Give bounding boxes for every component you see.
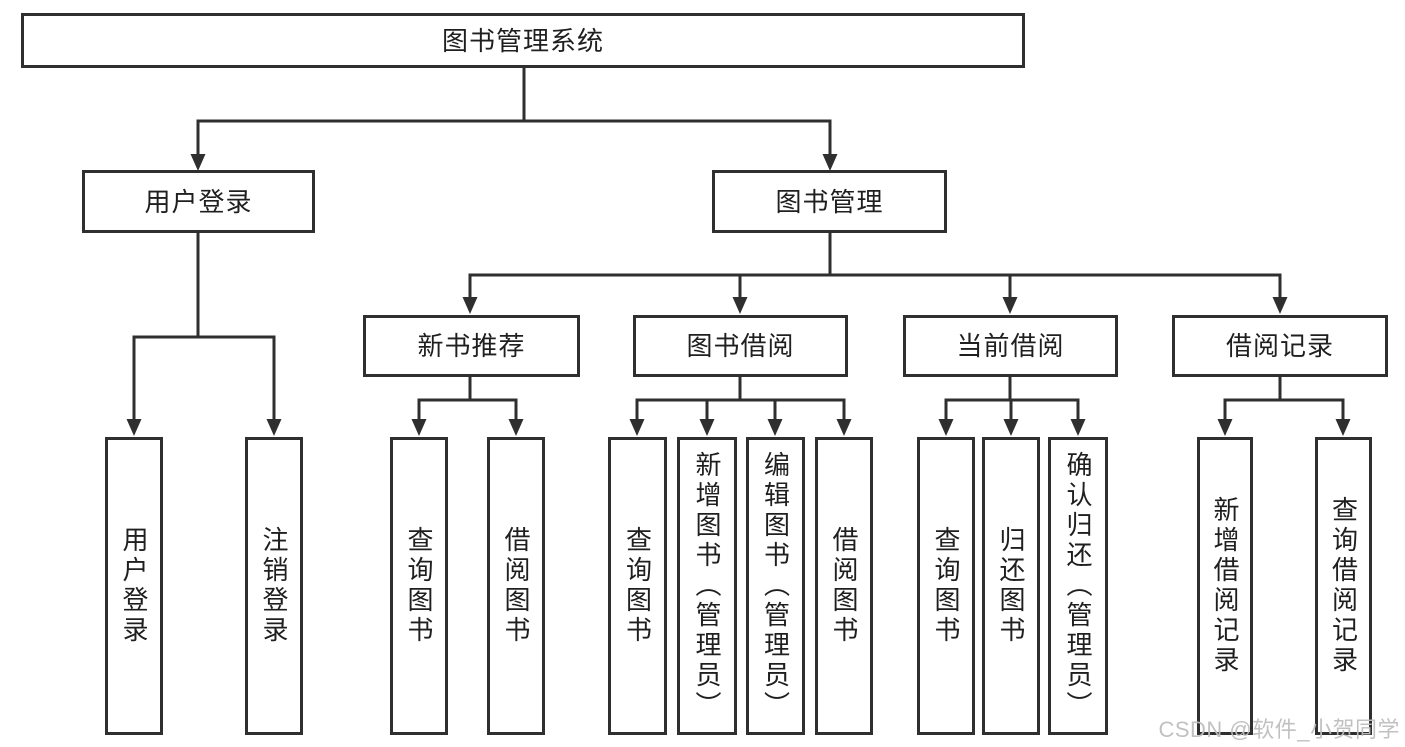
leaf-return-book-label: 归还图书	[996, 526, 1026, 646]
leaf-query-borrow-record: 查询借阅记录	[1315, 437, 1372, 735]
leaf-query-books-recommend-label: 查询图书	[404, 526, 434, 646]
leaf-logout: 注销登录	[245, 437, 303, 735]
leaf-return-book: 归还图书	[982, 437, 1040, 735]
leaf-borrow-books-recommend: 借阅图书	[487, 437, 545, 735]
node-borrow-records: 借阅记录	[1172, 315, 1388, 377]
node-book-management: 图书管理	[712, 170, 947, 233]
leaf-confirm-return-admin: 确认归还（管理员）	[1048, 437, 1108, 735]
csdn-watermark: CSDN @软件_小贺同学	[1158, 717, 1400, 742]
node-book-borrow: 图书借阅	[633, 315, 848, 377]
leaf-query-books-current: 查询图书	[917, 437, 975, 735]
node-new-book-recommend: 新书推荐	[363, 315, 580, 377]
node-borrow-records-label: 借阅记录	[1225, 331, 1334, 361]
leaf-edit-book-admin-label: 编辑图书（管理员）	[760, 451, 791, 721]
leaf-confirm-return-admin-label: 确认归还（管理员）	[1063, 451, 1093, 721]
node-user-login-label: 用户登录	[144, 186, 253, 217]
leaf-borrow-books: 借阅图书	[815, 437, 873, 735]
leaf-query-books-current-label: 查询图书	[931, 526, 961, 646]
leaf-borrow-books-recommend-label: 借阅图书	[501, 526, 531, 646]
leaf-add-borrow-record-label: 新增借阅记录	[1210, 496, 1240, 676]
leaf-user-login-label: 用户登录	[119, 526, 149, 646]
node-book-borrow-label: 图书借阅	[686, 331, 795, 361]
node-book-management-label: 图书管理	[775, 186, 884, 217]
node-new-book-recommend-label: 新书推荐	[417, 331, 526, 361]
leaf-query-books-borrow-label: 查询图书	[622, 526, 653, 646]
leaf-add-book-admin: 新增图书（管理员）	[677, 437, 737, 735]
leaf-edit-book-admin: 编辑图书（管理员）	[746, 437, 805, 735]
node-user-login: 用户登录	[82, 170, 315, 233]
node-current-borrow: 当前借阅	[903, 315, 1118, 377]
leaf-logout-label: 注销登录	[259, 526, 289, 646]
leaf-query-books-borrow: 查询图书	[608, 437, 667, 735]
leaf-add-book-admin-label: 新增图书（管理员）	[692, 451, 722, 721]
leaf-query-borrow-record-label: 查询借阅记录	[1328, 496, 1359, 676]
node-root-label: 图书管理系统	[441, 25, 604, 56]
leaf-user-login: 用户登录	[105, 437, 163, 735]
leaf-add-borrow-record: 新增借阅记录	[1197, 437, 1253, 735]
node-root: 图书管理系统	[21, 13, 1025, 68]
leaf-query-books-recommend: 查询图书	[390, 437, 448, 735]
node-current-borrow-label: 当前借阅	[956, 331, 1065, 361]
leaf-borrow-books-label: 借阅图书	[829, 526, 859, 646]
